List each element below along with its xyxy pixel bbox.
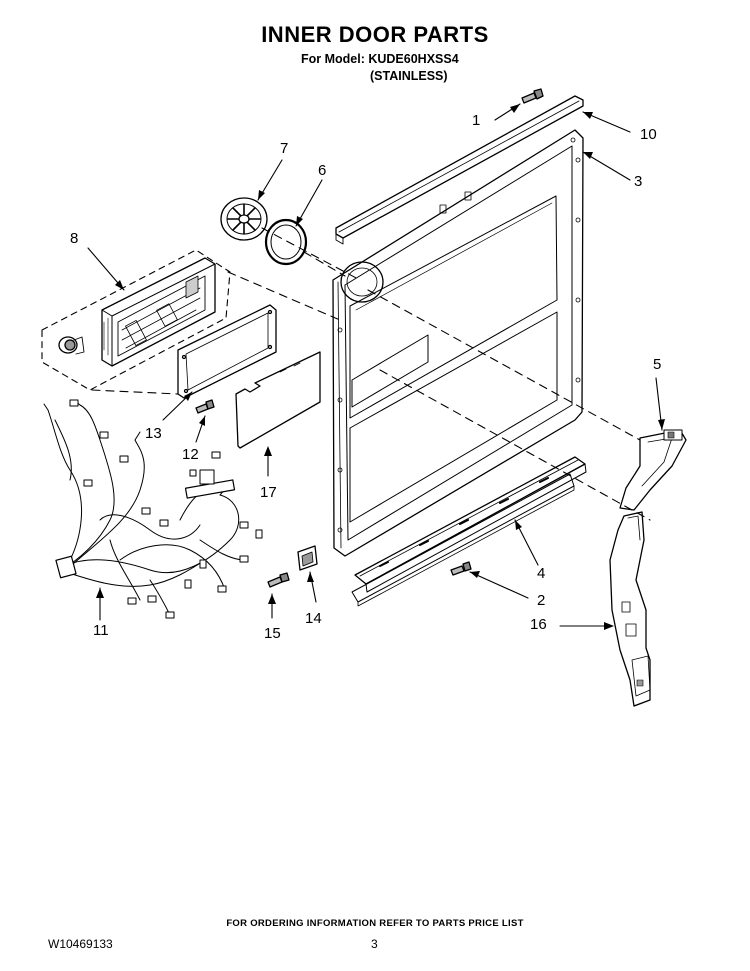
callout-12: 12: [182, 446, 199, 463]
model-line: For Model: KUDE60HXSS4: [301, 52, 459, 66]
callout-1: 1: [472, 112, 481, 129]
ordering-note: FOR ORDERING INFORMATION REFER TO PARTS …: [226, 918, 524, 929]
control-module: [101, 257, 216, 367]
screw-bottom-rail: [450, 561, 472, 576]
callout-4: 4: [537, 565, 546, 582]
screw-switch: [267, 572, 290, 588]
callout-13: 13: [145, 425, 162, 442]
document-number: W10469133: [48, 937, 113, 951]
callout-14: 14: [305, 610, 322, 627]
callout-5: 5: [653, 356, 662, 373]
callout-15: 15: [264, 625, 281, 642]
control-knob: [58, 336, 85, 355]
vent-channel: [609, 511, 651, 707]
callout-11: 11: [93, 622, 109, 639]
callout-10: 10: [640, 126, 657, 143]
page-number: 3: [371, 937, 378, 951]
callout-16: 16: [530, 616, 547, 633]
shield-panel: [235, 351, 321, 449]
leader-lines: [87, 103, 663, 627]
callout-6: 6: [318, 162, 327, 179]
top-vent-strip: [335, 95, 584, 245]
screw-module: [195, 399, 215, 414]
callout-2: 2: [537, 592, 546, 609]
wire-harness: [43, 399, 263, 619]
inner-door-panel: [332, 129, 584, 557]
bottom-rail: [351, 456, 587, 607]
callout-3: 3: [634, 173, 643, 190]
callout-8: 8: [70, 230, 79, 247]
module-gasket: [177, 304, 277, 399]
vent-duct: [619, 429, 687, 511]
callout-7: 7: [280, 140, 289, 157]
finish-line: (STAINLESS): [370, 69, 448, 83]
door-switch: [297, 545, 318, 571]
leader-arrowheads: [96, 104, 665, 630]
screw-top: [521, 88, 544, 104]
explode-lines: [91, 227, 651, 521]
page-title: INNER DOOR PARTS: [261, 22, 489, 47]
callout-17: 17: [260, 484, 277, 501]
gasket-ring: [264, 218, 308, 266]
fill-cap: [220, 197, 268, 241]
